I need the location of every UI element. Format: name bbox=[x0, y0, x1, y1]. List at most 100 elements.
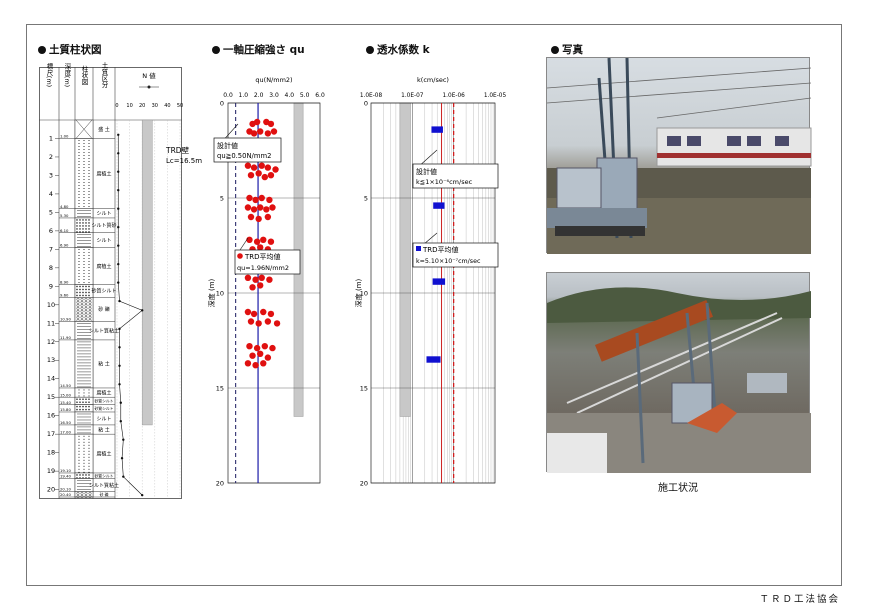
pattern-dot bbox=[79, 294, 81, 297]
trd-wall-label: TRD壁 bbox=[165, 145, 190, 155]
k-x-tick-label: 1.0E-08 bbox=[360, 93, 383, 99]
pattern-dot bbox=[76, 294, 78, 297]
layer-soil-label: 砂 礫 bbox=[100, 492, 109, 497]
qu-data-point bbox=[267, 238, 275, 245]
pattern-dot bbox=[85, 398, 87, 401]
strat-layer-pattern bbox=[77, 234, 91, 247]
qu-data-point bbox=[258, 194, 265, 202]
strat-layer-pattern bbox=[76, 285, 90, 297]
depth-scale-label: 14 bbox=[47, 375, 55, 383]
pattern-dot bbox=[85, 228, 87, 230]
qu-mean-box bbox=[234, 249, 301, 275]
qu-data-point bbox=[264, 354, 272, 361]
n-value-point bbox=[118, 299, 121, 303]
layer-depth-label: 15.00 bbox=[60, 392, 71, 397]
qu-data-point bbox=[258, 162, 265, 169]
pattern-dot bbox=[84, 315, 88, 319]
qu-x-tick-label: 1.0 bbox=[239, 92, 249, 99]
k-x-tick-label: 1.0E-07 bbox=[401, 93, 424, 99]
qu-data-point bbox=[253, 238, 261, 245]
layer-depth-label: 5.30 bbox=[60, 213, 69, 218]
pattern-dot bbox=[76, 408, 78, 411]
pattern-dot bbox=[82, 285, 84, 288]
strat-layer bbox=[74, 404, 94, 413]
pattern-dot bbox=[88, 495, 92, 498]
pattern-dot bbox=[82, 222, 84, 224]
pattern-dot bbox=[82, 408, 84, 411]
qu-data-point bbox=[246, 343, 253, 350]
strat-layer-pattern bbox=[77, 210, 91, 217]
depth-scale-label: 12 bbox=[47, 338, 55, 346]
qu-y-tick-label: 0 bbox=[220, 100, 224, 108]
pattern-dot bbox=[82, 405, 84, 408]
k-data-point bbox=[432, 278, 446, 285]
pattern-dot bbox=[79, 405, 81, 408]
layer-depth-label: 16.50 bbox=[60, 420, 71, 425]
qu-data-point bbox=[244, 274, 252, 281]
qu-axis-title: qu(N/mm2) bbox=[255, 76, 292, 84]
k-y-tick-label: 5 bbox=[364, 195, 368, 203]
k-section-title: 透水係数 k bbox=[366, 42, 430, 57]
qu-data-point bbox=[266, 196, 273, 204]
layer-depth-label: 20.10 bbox=[60, 487, 71, 492]
k-data-point bbox=[433, 202, 445, 209]
qu-data-point bbox=[257, 128, 264, 135]
n-tick-label: 10 bbox=[126, 103, 132, 109]
photo-title-text: 写真 bbox=[562, 44, 583, 56]
n-value-point bbox=[122, 438, 125, 441]
pattern-dot bbox=[76, 219, 78, 221]
n-value-point bbox=[117, 170, 120, 173]
pattern-dot bbox=[82, 231, 84, 233]
qu-data-point bbox=[244, 360, 252, 367]
qu-y-tick-label: 15 bbox=[216, 385, 224, 393]
pattern-dot bbox=[88, 294, 90, 297]
pattern-dot bbox=[79, 222, 81, 224]
layer-soil-label: シルト bbox=[96, 416, 111, 422]
pattern-dot bbox=[88, 312, 92, 316]
qu-data-point bbox=[249, 352, 256, 359]
n-value-point bbox=[117, 244, 120, 247]
layer-soil-label: 腐植土 bbox=[96, 389, 111, 396]
qu-data-point bbox=[247, 213, 255, 221]
layer-soil-label: 砂質シルト bbox=[91, 288, 116, 295]
pattern-dot bbox=[76, 492, 80, 495]
qu-section-title: 一軸圧縮強さ qu bbox=[212, 42, 305, 57]
qu-data-point bbox=[253, 344, 261, 352]
qu-data-point bbox=[250, 130, 258, 137]
strat-layer-pattern bbox=[77, 341, 91, 388]
layer-soil-label: シルト質粘土 bbox=[89, 327, 119, 334]
n-value-point bbox=[141, 309, 144, 312]
qu-data-point bbox=[249, 284, 256, 291]
n-value-point bbox=[117, 152, 120, 155]
pattern-dot bbox=[85, 291, 87, 294]
strat-layer-pattern bbox=[77, 480, 91, 490]
layer-depth-label: 6.90 bbox=[60, 243, 69, 248]
pattern-dot bbox=[85, 294, 87, 297]
qu-x-tick-label: 4.0 bbox=[285, 92, 295, 99]
k-mean-legend-marker bbox=[416, 246, 421, 251]
depth-scale-label: 17 bbox=[47, 430, 55, 438]
qu-data-point bbox=[260, 360, 267, 367]
pattern-dot bbox=[85, 225, 87, 227]
qu-mean-legend-marker bbox=[237, 253, 243, 259]
n-tick-label: 50 bbox=[177, 103, 183, 109]
pattern-dot bbox=[88, 315, 92, 319]
k-x-tick-label: 1.0E-05 bbox=[484, 93, 507, 99]
depth-scale-label: 15 bbox=[47, 393, 55, 401]
qu-data-point bbox=[250, 310, 258, 318]
pattern-dot bbox=[82, 225, 84, 227]
qu-x-tick-label: 5.0 bbox=[300, 92, 310, 99]
qu-data-point bbox=[252, 362, 259, 369]
k-design-box bbox=[412, 163, 499, 189]
k-x-tick-label: 1.0E-06 bbox=[442, 93, 465, 99]
k-axis-title: k(cm/sec) bbox=[417, 76, 449, 84]
n-value-point bbox=[117, 189, 120, 192]
pattern-dot bbox=[76, 309, 80, 313]
layer-depth-label: 20.40 bbox=[60, 492, 71, 497]
pattern-dot bbox=[80, 315, 84, 319]
layer-soil-label: 砂質シルト bbox=[95, 474, 114, 479]
n-tick-label: 20 bbox=[139, 103, 145, 109]
n-value-point bbox=[118, 383, 121, 386]
